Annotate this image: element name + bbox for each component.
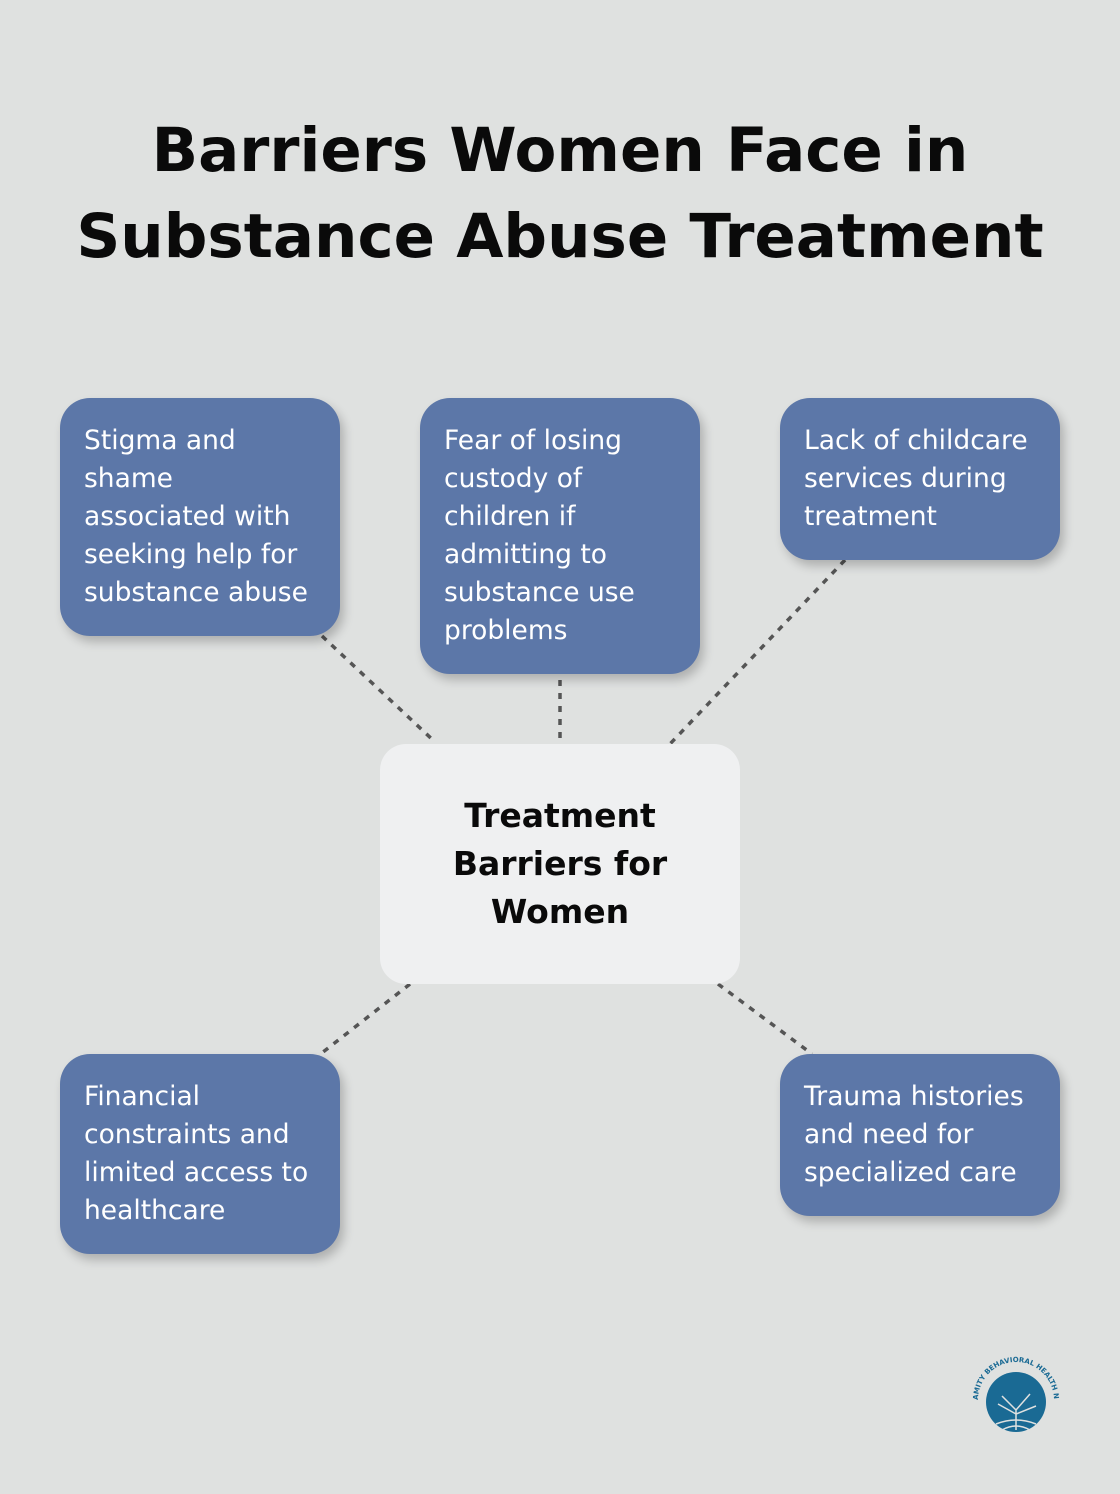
connector-stigma — [320, 634, 437, 744]
connector-childcare — [668, 558, 847, 746]
central-topic: Treatment Barriers for Women — [380, 744, 740, 984]
barrier-card-financial: Financial constraints and limited access… — [60, 1054, 340, 1254]
barrier-card-trauma: Trauma histories and need for specialize… — [780, 1054, 1060, 1216]
connector-financial — [316, 982, 412, 1058]
barrier-card-childcare: Lack of childcare services during treatm… — [780, 398, 1060, 560]
barrier-card-custody: Fear of losing custody of children if ad… — [420, 398, 700, 674]
page-title: Barriers Women Face in Substance Abuse T… — [76, 115, 1044, 272]
barrier-card-stigma: Stigma and shame associated with seeking… — [60, 398, 340, 636]
connector-trauma — [716, 982, 814, 1056]
amity-logo-icon: AMITY BEHAVIORAL HEALTH NETWORK — [968, 1352, 1060, 1432]
